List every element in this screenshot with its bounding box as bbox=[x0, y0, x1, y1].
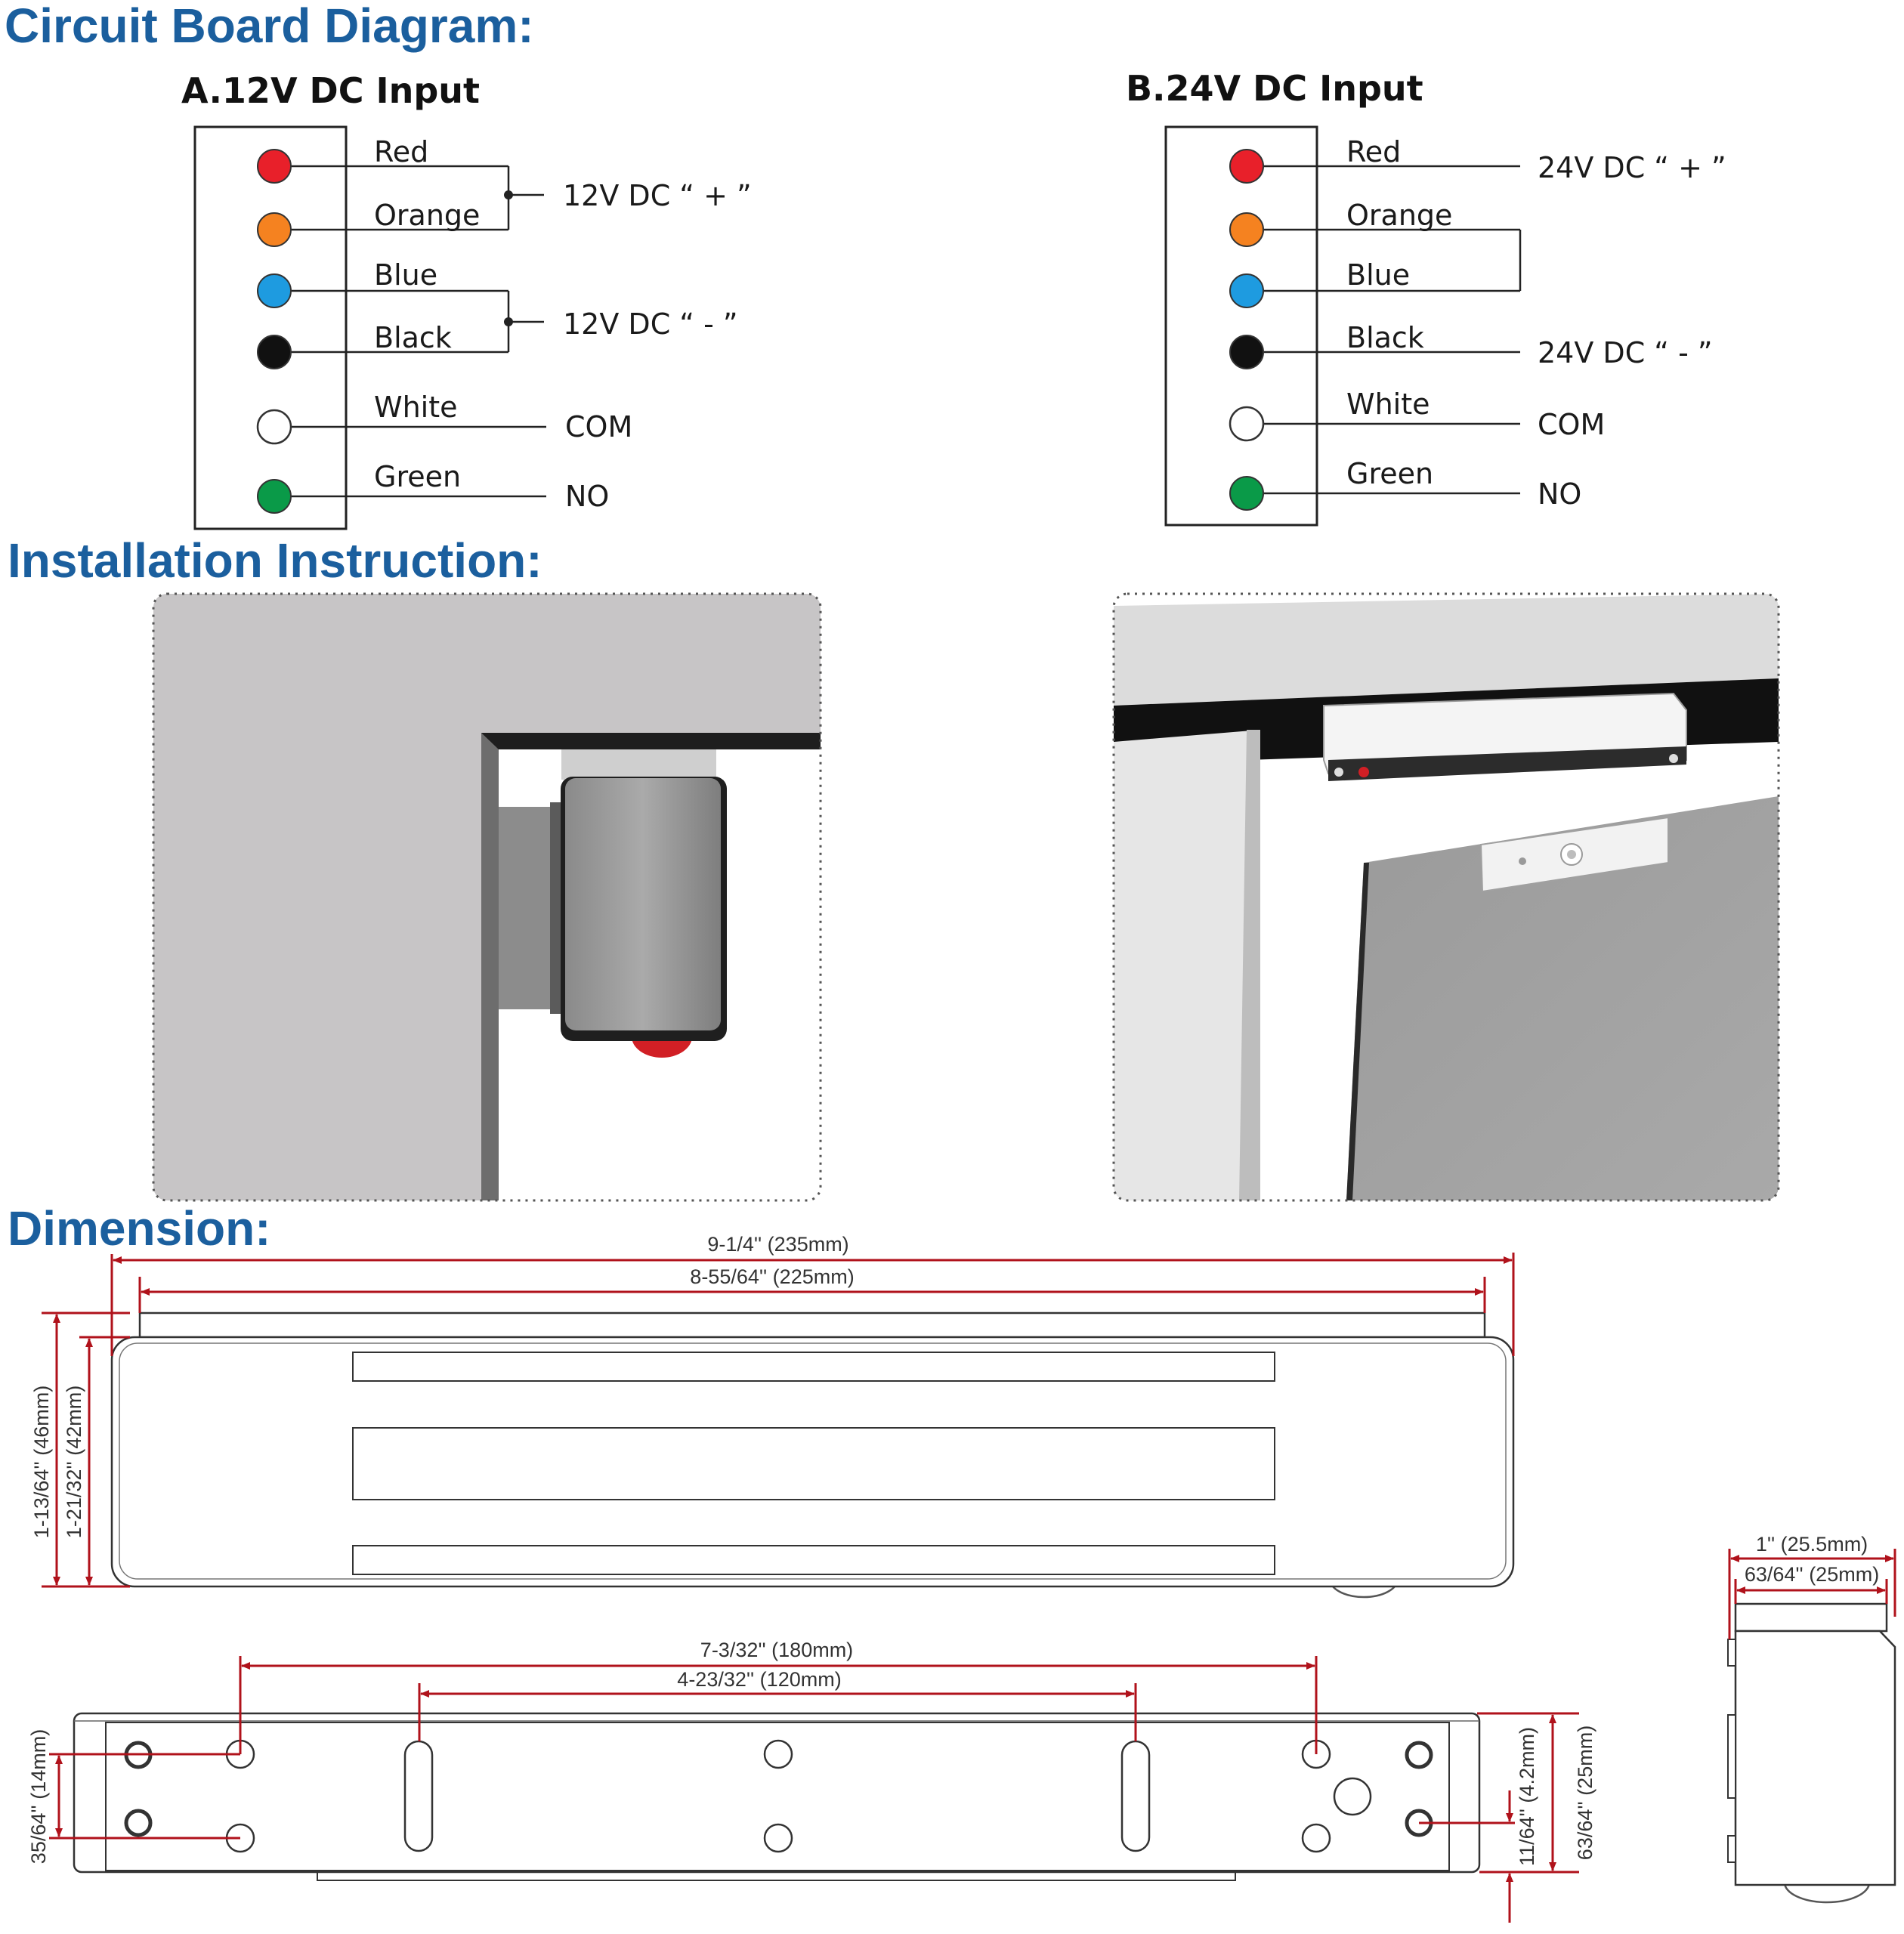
terminal-white-a bbox=[256, 409, 292, 445]
terminal-orange-b bbox=[1229, 212, 1264, 247]
wire-label-red-a: Red bbox=[374, 135, 428, 168]
wire-label-blue-a: Blue bbox=[374, 258, 437, 292]
dimension-front-view: 9-1/4'' (235mm) 8-55/64'' (225mm) 1-13/6… bbox=[30, 1233, 1515, 1599]
terminal-orange-a bbox=[257, 212, 292, 247]
installation-image-side bbox=[152, 592, 822, 1202]
wire-label-white-a: White bbox=[374, 391, 458, 424]
dim-overall-height: 1-13/64'' (46mm) bbox=[30, 1386, 53, 1538]
terminal-green-b bbox=[1229, 476, 1264, 511]
wire-label-orange-b: Orange bbox=[1346, 199, 1452, 232]
dim-small-offset: 11/64'' (4.2mm) bbox=[1516, 1727, 1538, 1866]
wire-label-red-b: Red bbox=[1346, 135, 1401, 168]
supply-plus-a: 12V DC “ + ” bbox=[563, 179, 752, 212]
wire-label-green-b: Green bbox=[1346, 457, 1433, 490]
terminal-red-a bbox=[257, 149, 292, 184]
no-label-a: NO bbox=[565, 480, 609, 513]
wire-label-orange-a: Orange bbox=[374, 199, 480, 232]
terminal-white-b bbox=[1229, 406, 1265, 442]
wire-label-green-a: Green bbox=[374, 460, 461, 493]
supply-minus-b: 24V DC “ - ” bbox=[1538, 336, 1713, 369]
dim-base-height: 63/64'' (25mm) bbox=[1574, 1725, 1596, 1860]
dim-hole-span-inner: 4-23/32'' (120mm) bbox=[677, 1668, 841, 1691]
installation-heading: Installation Instruction: bbox=[8, 533, 542, 588]
dim-side-depth-outer: 1'' (25.5mm) bbox=[1756, 1533, 1868, 1556]
terminal-black-a bbox=[257, 335, 292, 369]
dim-overall-length: 9-1/4'' (235mm) bbox=[707, 1233, 848, 1256]
com-label-a: COM bbox=[565, 410, 632, 443]
terminal-blue-b bbox=[1229, 273, 1264, 308]
dim-side-depth-inner: 63/64'' (25mm) bbox=[1745, 1563, 1879, 1586]
wire-label-black-b: Black bbox=[1346, 321, 1424, 354]
installation-image-top bbox=[1112, 592, 1780, 1202]
dimension-side-view: 1'' (25.5mm) 63/64'' (25mm) bbox=[1727, 1533, 1896, 1904]
terminal-blue-a bbox=[257, 273, 292, 308]
terminal-green-a bbox=[257, 479, 292, 514]
supply-minus-a: 12V DC “ - ” bbox=[563, 307, 738, 341]
terminal-block-a bbox=[193, 125, 348, 530]
wiring-diagram-a: A.12V DC Input Red Orange Blue Black Whi bbox=[181, 70, 752, 530]
com-label-b: COM bbox=[1538, 408, 1605, 441]
wiring-diagram-b: B.24V DC Input Red Orange Blue Black Whi… bbox=[1126, 68, 1726, 527]
circuit-heading: Circuit Board Diagram: bbox=[5, 0, 534, 53]
armature-plate bbox=[138, 1311, 1486, 1339]
dim-hole-span-outer: 7-3/32'' (180mm) bbox=[700, 1639, 853, 1661]
wire-label-black-a: Black bbox=[374, 321, 452, 354]
side-body bbox=[1734, 1630, 1896, 1886]
terminal-block-b bbox=[1164, 125, 1318, 527]
supply-plus-b: 24V DC “ + ” bbox=[1538, 151, 1726, 184]
dim-hole-pitch: 35/64'' (14mm) bbox=[27, 1729, 50, 1864]
no-label-b: NO bbox=[1538, 477, 1581, 511]
diagram-b-title: B.24V DC Input bbox=[1126, 68, 1423, 109]
dim-body-height: 1-21/32'' (42mm) bbox=[63, 1386, 85, 1538]
terminal-black-b bbox=[1229, 335, 1264, 369]
terminal-red-b bbox=[1229, 149, 1264, 184]
dimension-bottom-view: 7-3/32'' (180mm) 4-23/32'' (120mm) 35/64… bbox=[27, 1639, 1596, 1923]
dimension-heading: Dimension: bbox=[8, 1201, 271, 1256]
diagram-a-title: A.12V DC Input bbox=[181, 70, 480, 111]
wire-label-white-b: White bbox=[1346, 388, 1430, 421]
wire-label-blue-b: Blue bbox=[1346, 258, 1410, 292]
dim-plate-length: 8-55/64'' (225mm) bbox=[690, 1265, 854, 1288]
